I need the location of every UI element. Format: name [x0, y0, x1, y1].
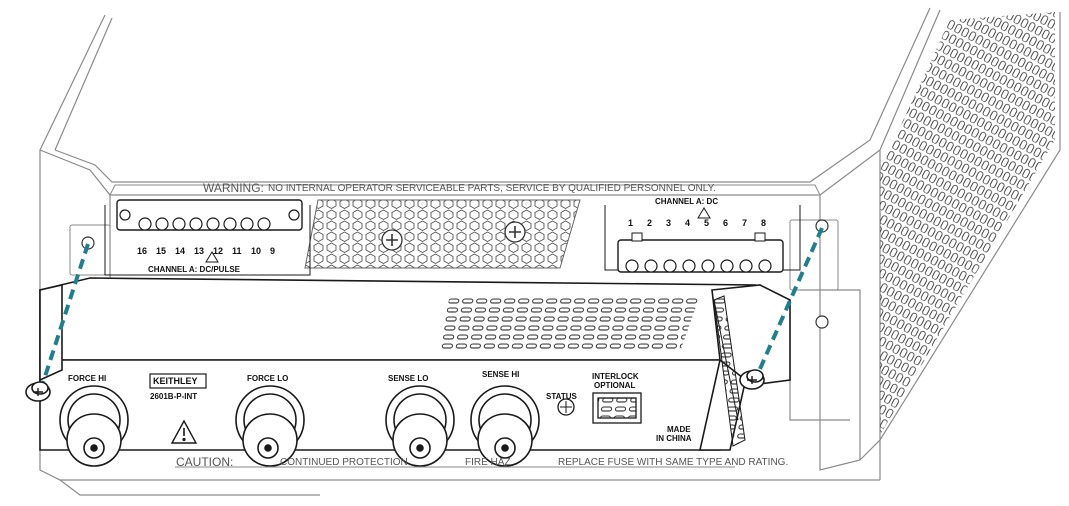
screw-icon	[25, 369, 765, 402]
terminal-pin-label: 8	[761, 218, 767, 228]
fan-grille	[304, 199, 581, 269]
warning-triangle-icon	[205, 207, 711, 263]
caution-text-3: REPLACE FUSE WITH SAME TYPE AND RATING.	[558, 457, 789, 468]
caution-lead: CAUTION:	[176, 455, 234, 469]
warning-text: NO INTERNAL OPERATOR SERVICEABLE PARTS, …	[268, 183, 716, 194]
sense-lo-label: SENSE LO	[388, 374, 429, 383]
made-label: MADE	[667, 425, 691, 434]
force-lo-label: FORCE LO	[247, 374, 289, 383]
force-hi-label: FORCE HI	[68, 374, 107, 383]
right-terminal-block	[604, 205, 801, 273]
caution-text-2: FIRE HAZ	[465, 457, 511, 468]
terminal-pin-label: 9	[270, 246, 276, 256]
screw-guide-lines	[38, 227, 824, 393]
channel-dc-label: CHANNEL A: DC	[655, 197, 719, 206]
terminal-pin-label: 11	[232, 246, 242, 256]
side-vent-grille	[880, 12, 1055, 435]
module-end-cap	[713, 295, 746, 447]
channel-dc-pulse-label: CHANNEL A: DC/PULSE	[148, 265, 241, 274]
bnc-connector-icon	[59, 385, 540, 467]
left-terminal-block	[104, 199, 311, 276]
terminal-pin-label: 2	[647, 218, 653, 228]
sense-hi-label: SENSE HI	[482, 370, 520, 379]
interface-module	[39, 277, 791, 451]
terminal-pin-label: 10	[251, 246, 262, 256]
chassis-screw-hole	[81, 219, 829, 329]
terminal-pin-label: 15	[156, 246, 167, 256]
interlock-connector-icon	[592, 392, 642, 424]
interlock-optional-label: OPTIONAL	[594, 381, 636, 390]
caution-text-1: CONTINUED PROTECTION	[280, 457, 408, 468]
terminal-pin-label: 13	[194, 246, 205, 256]
terminal-pin-label: 7	[742, 218, 748, 228]
warning-lead: WARNING:	[203, 181, 264, 195]
terminal-pin-label: 4	[685, 218, 691, 228]
terminal-pin-label: 12	[213, 246, 224, 256]
terminal-pin-label: 16	[137, 246, 148, 256]
brand-label: KEITHLEY	[153, 376, 198, 386]
status-label: STATUS	[546, 392, 577, 401]
brand-badge	[149, 373, 207, 389]
terminal-pin-label: 5	[704, 218, 710, 228]
status-led-icon	[557, 398, 575, 416]
terminal-pin-label: 3	[666, 218, 672, 228]
terminal-pin-label: 1	[628, 218, 634, 228]
terminal-pin-label: 6	[723, 218, 729, 228]
in-china-label: IN CHINA	[656, 434, 692, 443]
terminal-pin-label: 14	[175, 246, 186, 256]
model-label: 2601B-P-INT	[150, 392, 198, 401]
warning-triangle-icon	[170, 419, 198, 444]
interlock-label: INTERLOCK	[592, 372, 639, 381]
rear-panel	[69, 184, 839, 291]
